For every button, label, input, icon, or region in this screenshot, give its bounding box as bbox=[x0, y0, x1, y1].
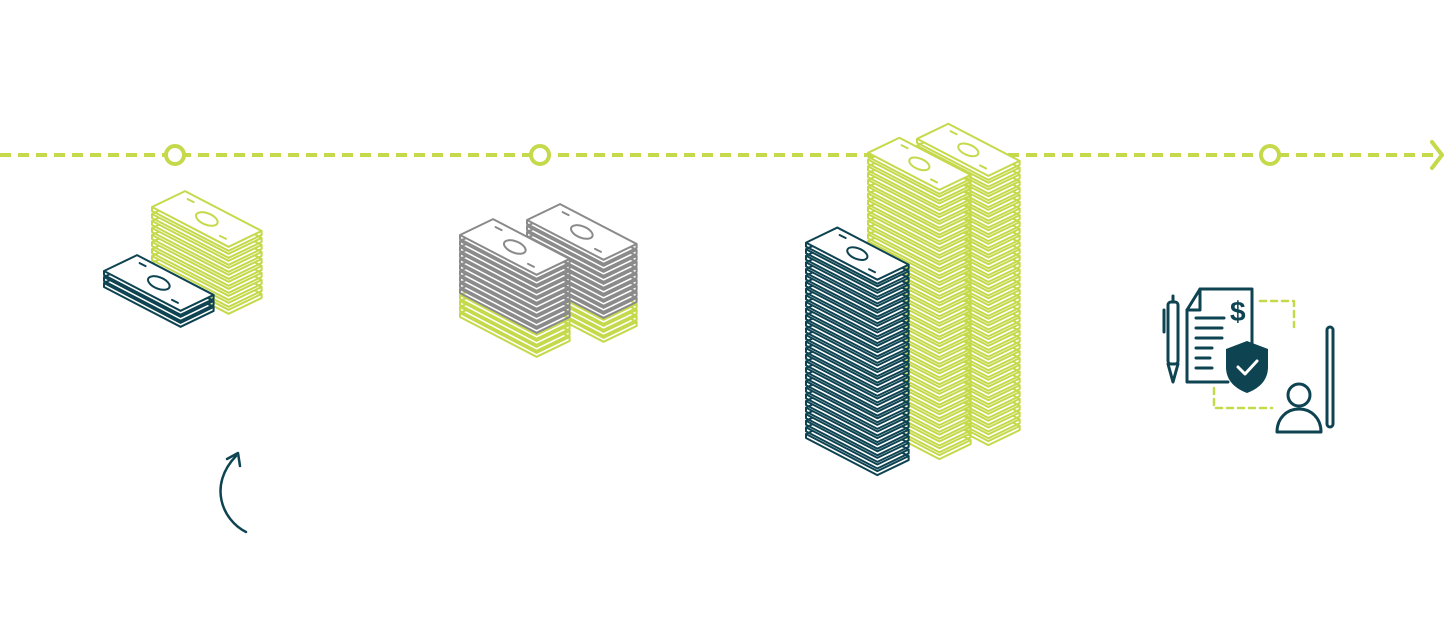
milestone-1 bbox=[164, 144, 186, 166]
curved-arrow-icon bbox=[219, 451, 248, 534]
invoice-document bbox=[1185, 287, 1254, 384]
stage3-front-bill-40 bbox=[867, 136, 972, 195]
timeline-arrow-head-icon bbox=[1430, 140, 1444, 170]
milestone-2 bbox=[529, 144, 551, 166]
stage3-navy-bill-30 bbox=[805, 226, 910, 285]
stage1-navy-bill-3 bbox=[103, 254, 215, 316]
insured-invoice-icon: $ bbox=[1162, 287, 1335, 434]
timeline bbox=[0, 140, 1444, 170]
milestone-3 bbox=[1259, 144, 1281, 166]
large-cash-stack-icon bbox=[805, 122, 1021, 477]
currency-symbol: $ bbox=[1230, 296, 1246, 327]
pen-icon bbox=[1162, 294, 1180, 384]
shield-check-icon bbox=[1226, 341, 1268, 393]
small-cash-stack-icon bbox=[103, 190, 263, 328]
stage3-back-bill-40 bbox=[916, 122, 1021, 181]
person-icon bbox=[1275, 382, 1323, 434]
timeline-milestones bbox=[164, 144, 1281, 166]
medium-cash-stack-icon bbox=[459, 203, 638, 358]
stage2-left-bill-14 bbox=[459, 218, 571, 280]
stage1-lime-bill-10 bbox=[151, 190, 263, 252]
stage2-right-bill-14 bbox=[526, 203, 638, 265]
vertical-bar bbox=[1325, 325, 1335, 429]
